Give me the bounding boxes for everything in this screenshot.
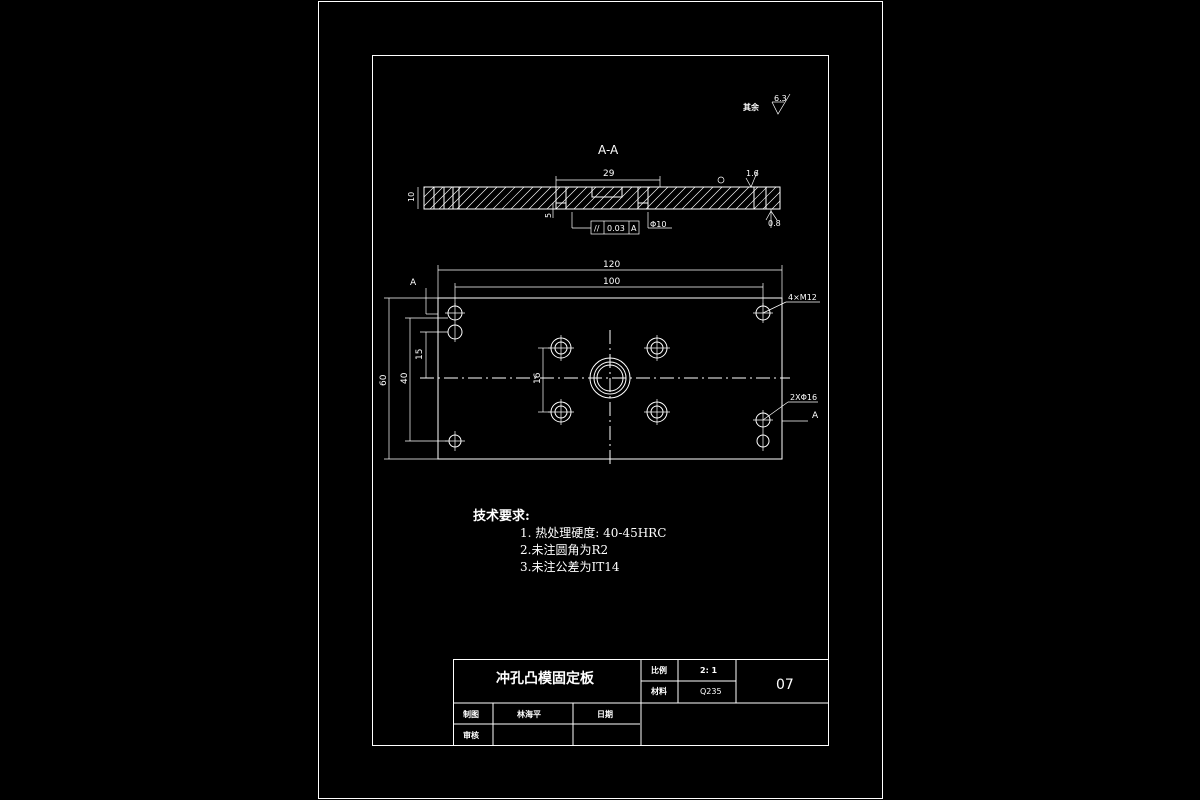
hatch-line [423, 186, 435, 198]
hatch-line [672, 186, 696, 210]
hatch-line [618, 186, 642, 210]
notes-heading: 技术要求: [473, 508, 530, 524]
date-label: 日期 [597, 709, 613, 719]
label-thread: 4×M12 [788, 293, 817, 302]
drawn-label: 制图 [463, 709, 479, 719]
dim-section-thickness: 10 [407, 192, 416, 202]
check-label: 审核 [463, 730, 479, 740]
outer-frame [318, 1, 883, 799]
hatch-line [753, 186, 777, 210]
plan-view: 120 100 60 40 15 16 A 4×M12 [379, 260, 820, 468]
hatch-line [744, 186, 768, 210]
drawing-number: 07 [776, 677, 794, 693]
hatch-line [663, 186, 687, 210]
hatch-line [735, 186, 759, 210]
inner-frame [372, 55, 829, 746]
hatch-line [717, 186, 741, 210]
hatch-line [555, 186, 579, 210]
hatch-line [627, 186, 651, 210]
roughness-value: 6.3 [774, 94, 787, 103]
roughness-top: 1.6 [746, 169, 759, 178]
datum-top: A [410, 278, 417, 288]
note-item: 2.未注圆角为R2 [520, 542, 608, 557]
hatch-line [699, 186, 723, 210]
note-item: 3.未注公差为IT14 [520, 559, 620, 574]
hatch-line [771, 200, 781, 210]
hatch-line [654, 186, 678, 210]
dim-offset-15: 15 [415, 349, 425, 360]
hatch-line [708, 186, 732, 210]
hatch-line [573, 186, 597, 210]
hatch-line [456, 186, 480, 210]
dim-section-step: 5 [544, 213, 553, 218]
roughness-label: 其余 [743, 102, 760, 112]
hatch-line [681, 186, 705, 210]
hatch-line [645, 186, 669, 210]
datum-right: A [812, 411, 819, 421]
tolerance-symbol: // [594, 224, 600, 233]
hatch-line [510, 186, 534, 210]
hatch-line [483, 186, 507, 210]
roughness-note: 其余 6.3 [743, 93, 791, 115]
label-pin: 2XΦ16 [790, 393, 817, 402]
hatch-line [690, 186, 714, 210]
hatch-line [600, 186, 624, 210]
dim-hole-span: 100 [603, 277, 620, 287]
drawn-name: 林海平 [517, 709, 541, 719]
part-name: 冲孔凸模固定板 [496, 670, 595, 687]
hatch-line [438, 186, 462, 210]
hatch-line [609, 186, 633, 210]
tolerance-datum: A [631, 224, 637, 233]
section-label: A-A [598, 143, 619, 157]
hatch-line [492, 186, 516, 210]
scale-value: 2: 1 [700, 666, 718, 675]
dim-overall-height: 60 [379, 374, 389, 386]
technical-notes: 技术要求: 1. 热处理硬度: 40-45HRC 2.未注圆角为R2 3.未注公… [473, 508, 666, 574]
hatch-line [519, 186, 543, 210]
hatch-line [429, 186, 453, 210]
hatch-line [474, 186, 498, 210]
dim-overall-width: 120 [603, 260, 620, 270]
roughness-bottom: 0.8 [768, 219, 781, 228]
dim-hole-height: 40 [400, 372, 410, 384]
hatch-line [465, 186, 489, 210]
hatch-line [528, 186, 552, 210]
hatch-line [726, 186, 750, 210]
hatch-line [582, 186, 606, 210]
section-view: A-A 29 10 5 // 0.03 A [407, 143, 781, 235]
hatch-line [591, 186, 615, 210]
note-item: 1. 热处理硬度: 40-45HRC [520, 525, 666, 540]
title-block: 冲孔凸模固定板 比例 2: 1 材料 Q235 07 制图 林海平 日期 审核 [453, 659, 829, 746]
hatch-line [546, 186, 570, 210]
material-value: Q235 [700, 687, 722, 696]
scale-label: 比例 [651, 665, 667, 675]
hatch-line [501, 186, 525, 210]
dim-section-width: 29 [603, 169, 615, 179]
dim-center-16: 16 [533, 372, 543, 384]
hatch-line [564, 186, 588, 210]
dim-hole-dia: Φ10 [650, 220, 666, 229]
material-label: 材料 [651, 686, 667, 696]
hatch-line [423, 186, 426, 189]
hatch-line [537, 186, 561, 210]
tolerance-value: 0.03 [607, 224, 625, 233]
